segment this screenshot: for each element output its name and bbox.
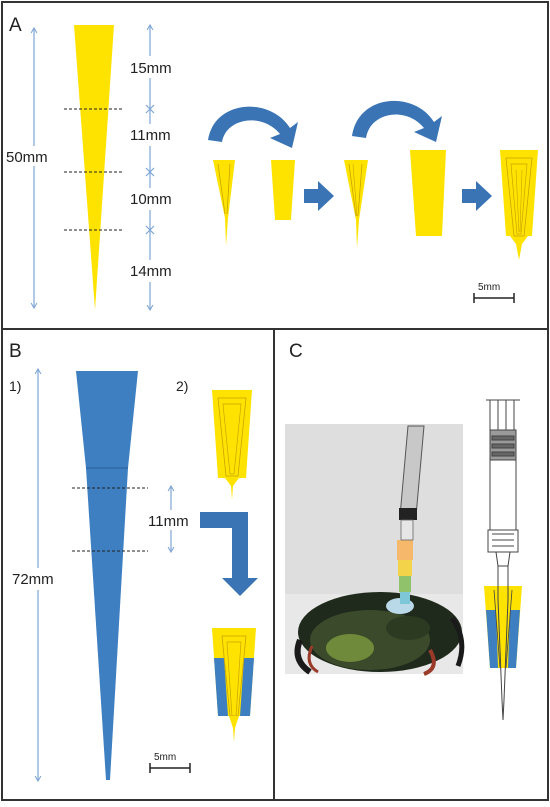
narrow-tip-piece bbox=[344, 160, 368, 248]
wide-tip-piece bbox=[271, 160, 295, 220]
section-length-label: 11mm bbox=[148, 513, 189, 530]
panel-a-label: A bbox=[9, 15, 22, 36]
syringe-schematic bbox=[486, 399, 520, 567]
panel-b-label: B bbox=[9, 341, 22, 362]
down-arrow-icon bbox=[200, 512, 258, 596]
curved-arrow-icon bbox=[208, 106, 298, 148]
scale-bar bbox=[473, 293, 515, 303]
blue-pipette-tip bbox=[76, 371, 138, 780]
wide-tip-piece bbox=[410, 150, 446, 236]
segment-ticks bbox=[145, 104, 155, 235]
segment-length-label: 14mm bbox=[130, 263, 172, 280]
total-length-label: 50mm bbox=[6, 149, 48, 166]
yellow-tip-piece bbox=[212, 390, 252, 500]
assembled-tip bbox=[212, 628, 256, 742]
scale-bar bbox=[149, 763, 191, 773]
curved-arrow-icon bbox=[352, 100, 442, 142]
right-arrow-icon bbox=[462, 181, 492, 211]
segment-length-label: 10mm bbox=[130, 191, 172, 208]
crab-injection-photo bbox=[285, 424, 465, 676]
yellow-pipette-tip bbox=[74, 25, 114, 310]
segment-length-label: 15mm bbox=[130, 60, 172, 77]
scale-bar-label: 5mm bbox=[478, 282, 500, 293]
step-2-label: 2) bbox=[176, 378, 188, 394]
segment-length-label: 11mm bbox=[130, 127, 171, 144]
narrow-tip-piece bbox=[213, 160, 235, 246]
assembled-tip bbox=[500, 150, 538, 260]
total-length-label: 72mm bbox=[12, 571, 54, 588]
panel-c-label: C bbox=[289, 341, 303, 362]
step-1-label: 1) bbox=[9, 378, 21, 394]
tip-schematic bbox=[484, 566, 522, 721]
panel-c-frame bbox=[273, 328, 549, 801]
scale-bar-label: 5mm bbox=[154, 752, 176, 763]
right-arrow-icon bbox=[304, 181, 334, 211]
